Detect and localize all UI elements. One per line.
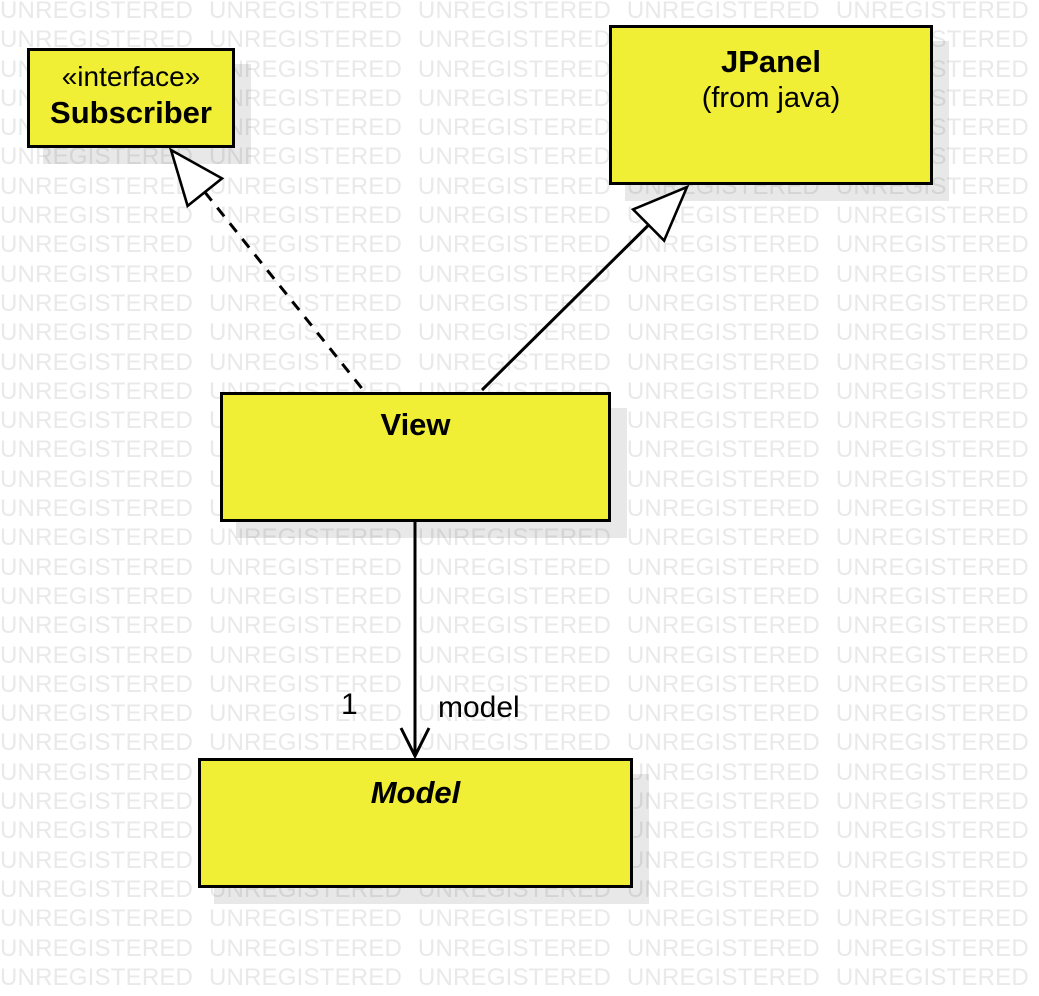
watermark-row: UNREGISTERED UNREGISTERED UNREGISTERED U… xyxy=(0,260,1039,288)
watermark-row: UNREGISTERED UNREGISTERED UNREGISTERED U… xyxy=(0,582,1039,610)
watermark-row: UNREGISTERED UNREGISTERED UNREGISTERED U… xyxy=(0,289,1039,317)
watermark-row: UNREGISTERED UNREGISTERED UNREGISTERED U… xyxy=(0,963,1039,991)
jpanel-package: (from java) xyxy=(701,82,841,114)
view-name: View xyxy=(380,407,451,442)
association-edge-view-model xyxy=(399,522,431,760)
watermark-row: UNREGISTERED UNREGISTERED UNREGISTERED U… xyxy=(0,553,1039,581)
watermark-row: UNREGISTERED UNREGISTERED UNREGISTERED U… xyxy=(0,641,1039,669)
watermark-row: UNREGISTERED UNREGISTERED UNREGISTERED U… xyxy=(0,0,1039,24)
generalization-edge-view-jpanel xyxy=(480,184,690,392)
watermark-row: UNREGISTERED UNREGISTERED UNREGISTERED U… xyxy=(0,729,1039,757)
realization-edge-view-subscriber xyxy=(168,147,366,392)
watermark-row: UNREGISTERED UNREGISTERED UNREGISTERED U… xyxy=(0,905,1039,933)
association-role-label: model xyxy=(438,691,520,724)
jpanel-name: JPanel xyxy=(721,44,821,79)
watermark-row: UNREGISTERED UNREGISTERED UNREGISTERED U… xyxy=(0,319,1039,347)
node-view: View xyxy=(220,392,611,522)
node-model: Model xyxy=(198,758,633,888)
watermark-row: UNREGISTERED UNREGISTERED UNREGISTERED U… xyxy=(0,524,1039,552)
association-multiplicity-label: 1 xyxy=(341,688,358,721)
node-subscriber: «interface» Subscriber xyxy=(27,48,235,148)
watermark-row: UNREGISTERED UNREGISTERED UNREGISTERED U… xyxy=(0,992,1039,996)
watermark-row: UNREGISTERED UNREGISTERED UNREGISTERED U… xyxy=(0,612,1039,640)
subscriber-name: Subscriber xyxy=(50,95,212,130)
watermark-row: UNREGISTERED UNREGISTERED UNREGISTERED U… xyxy=(0,934,1039,962)
model-name: Model xyxy=(370,775,461,810)
watermark-row: UNREGISTERED UNREGISTERED UNREGISTERED U… xyxy=(0,231,1039,259)
watermark-row: UNREGISTERED UNREGISTERED UNREGISTERED U… xyxy=(0,202,1039,230)
node-jpanel: JPanel (from java) xyxy=(609,25,933,185)
subscriber-stereotype: «interface» xyxy=(61,61,201,92)
watermark-row: UNREGISTERED UNREGISTERED UNREGISTERED U… xyxy=(0,348,1039,376)
